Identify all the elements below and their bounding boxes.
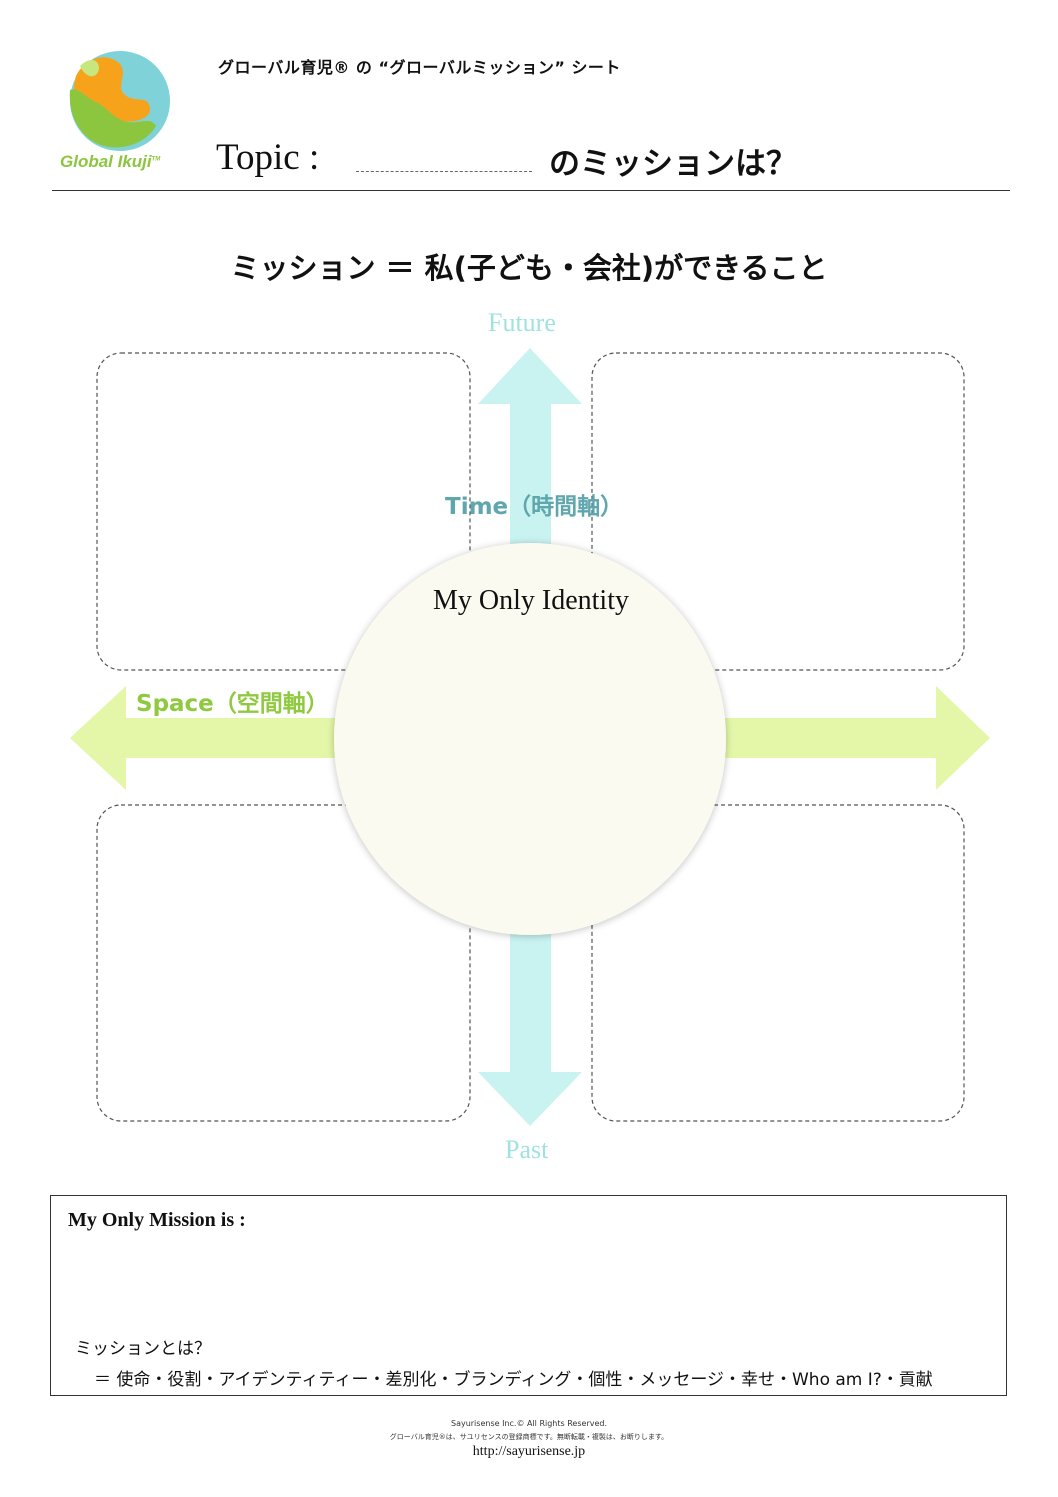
future-label: Future: [488, 308, 556, 337]
topic-blank-line[interactable]: [356, 171, 532, 172]
footer-copyright: Sayurisense Inc.© All Rights Reserved.: [450, 1419, 608, 1428]
quadrant-box-top-right: [591, 352, 965, 671]
identity-circle: [334, 543, 726, 935]
trademark-mark: TM: [151, 156, 161, 163]
topic-label: Topic :: [216, 137, 320, 178]
time-axis-label: Time（時間軸）: [445, 494, 624, 520]
past-label: Past: [505, 1135, 549, 1164]
space-axis-label: Space（空間軸）: [136, 691, 329, 717]
quadrant-box-bottom-right: [591, 804, 965, 1122]
quadrant-box-top-left: [96, 352, 471, 671]
logo-wordmark: Global IkujiTM: [60, 152, 160, 172]
mission-label: My Only Mission is :: [68, 1209, 246, 1231]
global-ikuji-logo-icon: [69, 51, 170, 151]
sheet-title: グローバル育児® の “グローバルミッション” シート: [218, 58, 621, 77]
mission-question: ミッションとは？: [75, 1339, 211, 1359]
identity-label: My Only Identity: [433, 585, 629, 616]
footer-trademark-note: グローバル育児®は、サユリセンスの登録商標です。無断転載・複製は、お断りします。: [389, 1433, 669, 1441]
quadrant-box-bottom-left: [96, 804, 471, 1122]
mission-box[interactable]: [50, 1195, 1007, 1396]
mission-definition: ＝ 使命・役割・アイデンティティー・差別化・ブランディング・個性・メッセージ・幸…: [94, 1370, 933, 1390]
header-divider: [52, 190, 1010, 191]
topic-suffix: のミッションは？: [549, 146, 797, 182]
mission-formula: ミッション ＝ 私(子ども・会社)ができること: [230, 251, 828, 285]
footer-url-link[interactable]: http://sayurisense.jp: [472, 1444, 586, 1459]
logo-text: Global Ikuji: [60, 152, 152, 171]
